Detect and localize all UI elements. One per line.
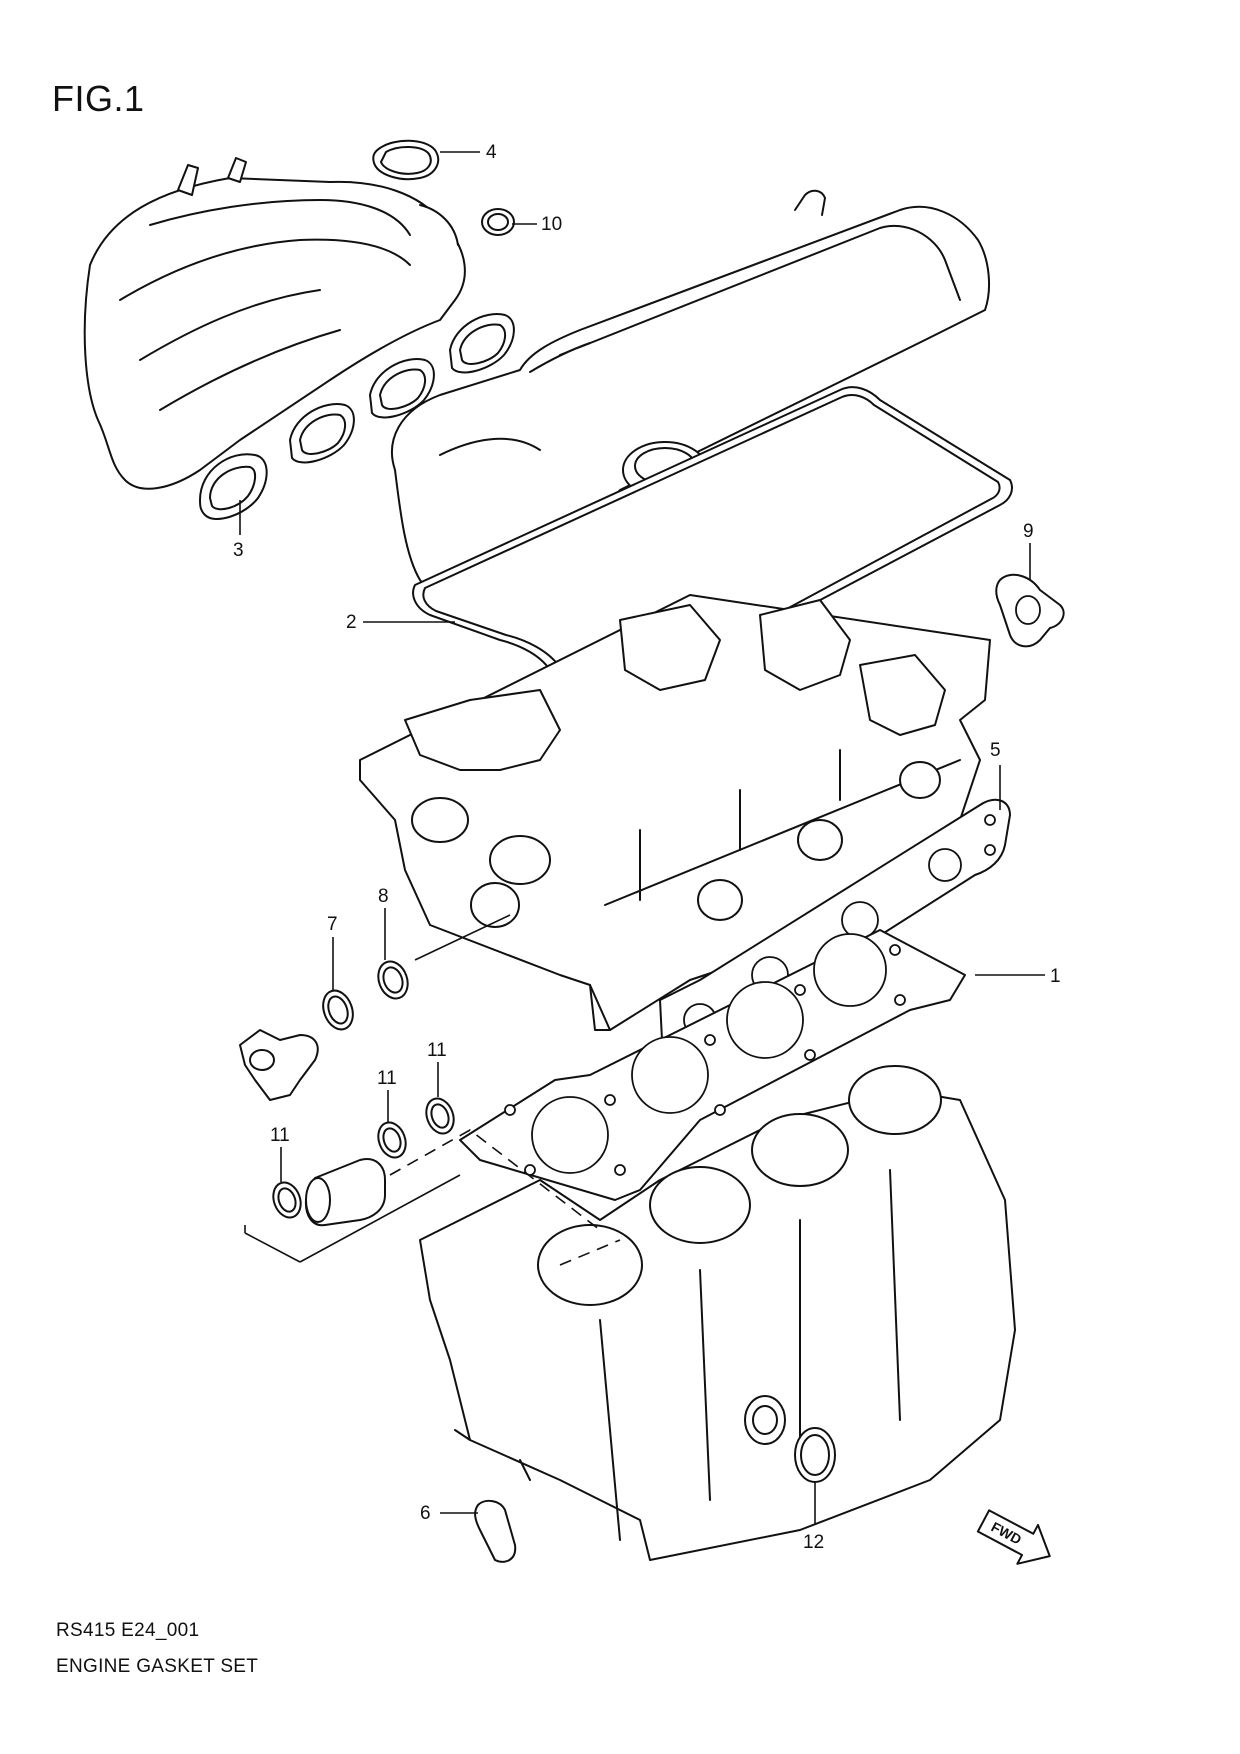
reference-bracket [244, 1174, 461, 1263]
o-ring-11-middle [377, 1121, 407, 1159]
sleeve-reference-line [389, 1129, 601, 1231]
o-ring-11-lower [272, 1181, 302, 1219]
intake-manifold [83, 157, 466, 490]
o-ring-7 [322, 989, 354, 1031]
crankshaft-oil-seal [794, 1427, 836, 1483]
intake-manifold-gasket [199, 313, 515, 520]
callout-11-upper: 11 [427, 1040, 447, 1061]
oil-control-valve [239, 1029, 319, 1101]
callout-10: 10 [541, 214, 562, 235]
cylinder-block [419, 1065, 1016, 1561]
callout-11-middle: 11 [377, 1068, 397, 1089]
callout-2: 2 [346, 612, 357, 633]
callout-5: 5 [990, 740, 1001, 761]
o-ring-8 [377, 960, 409, 1000]
oil-sleeve [304, 1158, 386, 1227]
callout-4: 4 [486, 142, 497, 163]
seal-ring [481, 208, 515, 236]
diagram-caption: ENGINE GASKET SET [56, 1656, 259, 1677]
callout-3: 3 [233, 540, 244, 561]
water-inlet-gasket [474, 1499, 517, 1563]
throttle-body-gasket [372, 139, 440, 181]
diagram-code: RS415 E24_001 [56, 1620, 200, 1641]
o-ring-11-upper [425, 1097, 455, 1135]
cylinder-head-gasket [459, 929, 966, 1201]
head-bore-reference-line [559, 1239, 621, 1266]
callout-12: 12 [803, 1532, 824, 1553]
forward-direction-arrow: FWD [976, 1509, 1051, 1565]
egr-gasket [995, 573, 1065, 648]
callout-7: 7 [327, 914, 338, 935]
callout-9: 9 [1023, 521, 1034, 542]
figure-title: FIG.1 [52, 78, 145, 119]
callout-6: 6 [420, 1503, 431, 1524]
callout-1: 1 [1050, 966, 1061, 987]
leader-8-to-head [414, 914, 511, 961]
callout-8: 8 [378, 886, 389, 907]
callout-11-lower: 11 [270, 1125, 290, 1146]
